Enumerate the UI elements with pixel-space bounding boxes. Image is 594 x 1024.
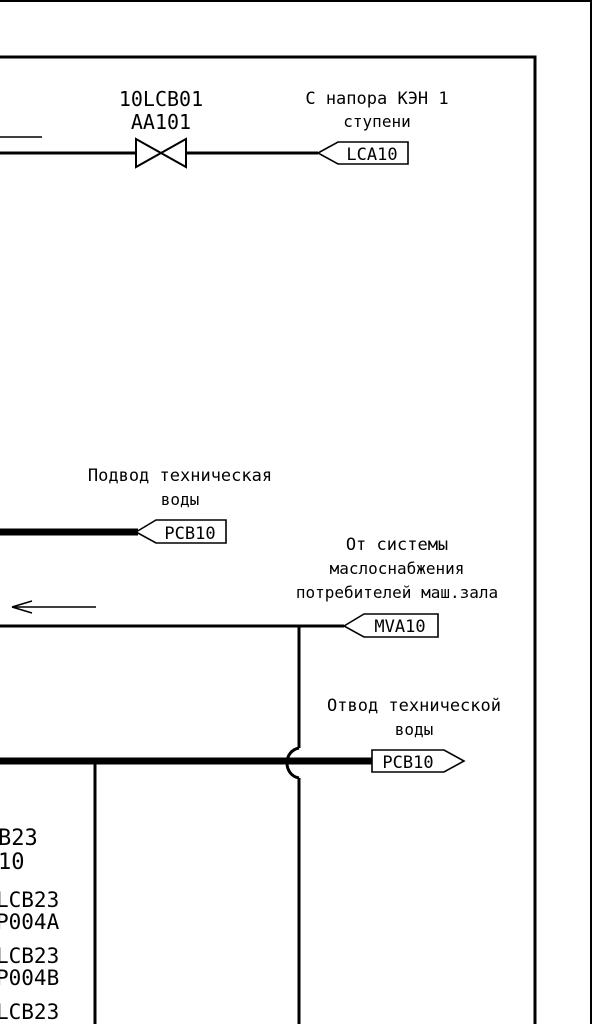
- cut-label-10: 10: [0, 850, 25, 875]
- mva-source-line3: потребителей маш.зала: [296, 583, 498, 602]
- mva-source-line2: маслоснабжения: [330, 559, 465, 578]
- lca-source-line2: ступени: [343, 112, 410, 131]
- pcb-inlet-line1: Подвод техническая: [88, 466, 272, 486]
- pcb-inlet-connector-tag[interactable]: PCB10: [134, 519, 227, 544]
- pcb-inlet-tag-label: PCB10: [164, 524, 215, 544]
- cut-label-lcb23-a: LCB23: [0, 888, 59, 912]
- pcb-outlet-connector-tag[interactable]: PCB10: [371, 749, 466, 773]
- mva-connector-tag[interactable]: MVA10: [342, 613, 439, 638]
- pcb-inlet-line2: воды: [161, 490, 200, 509]
- lca-connector-tag[interactable]: LCA10: [316, 141, 409, 165]
- lca-tag-label: LCA10: [346, 145, 397, 165]
- cut-label-b23: B23: [0, 826, 38, 851]
- valve-tag: 10LCB01: [119, 87, 203, 111]
- flow-direction-arrow-icon: [11, 600, 96, 614]
- lca-source-line1: С напора КЭН 1: [305, 89, 448, 109]
- cut-label-lcb23-c: LCB23: [0, 1000, 59, 1024]
- mva-source-line1: От системы: [346, 535, 448, 555]
- cut-label-lcb23-b: LCB23: [0, 944, 59, 968]
- pcb-outlet-line2: воды: [395, 720, 434, 739]
- right-frame-border: [0, 55, 537, 1024]
- valve-code: AA101: [131, 110, 191, 134]
- pcb-outlet-tag-label: PCB10: [382, 753, 433, 773]
- cut-label-p004b: P004B: [0, 966, 59, 990]
- gate-valve-icon[interactable]: [135, 137, 187, 169]
- cut-label-p004a: P004A: [0, 910, 60, 934]
- pcb-outlet-line1: Отвод технической: [327, 696, 501, 716]
- mva-tag-label: MVA10: [374, 617, 425, 637]
